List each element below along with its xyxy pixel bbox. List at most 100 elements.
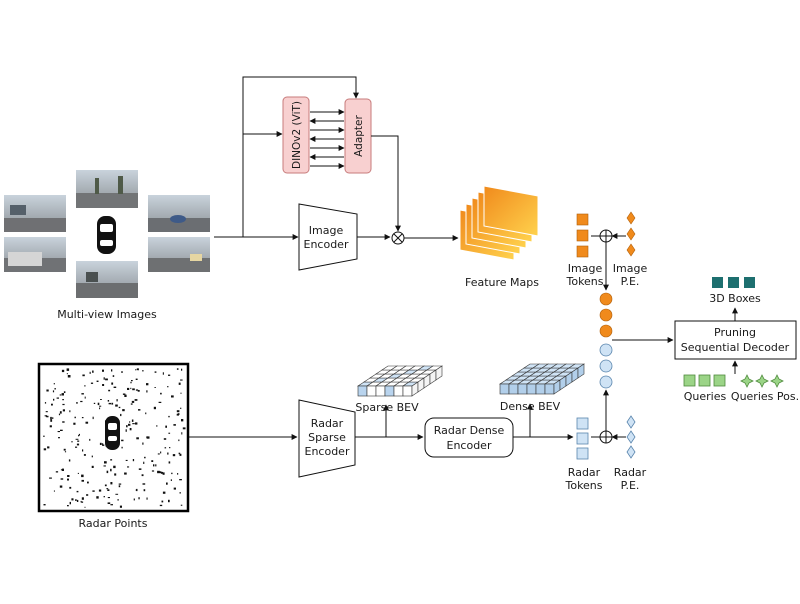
bev-cell-face [508,383,519,395]
radar-point [110,459,113,461]
radar-point [55,471,59,473]
radar-dense-label-1: Radar Dense [434,424,505,437]
camera-image-front-left [4,195,66,232]
radar-point [179,492,181,494]
radar-point [77,440,80,442]
output-3d-boxes: 3D Boxes [709,277,761,305]
radar-points-panel: Radar Points [37,362,190,530]
pruning-sequential-decoder-block: Pruning Sequential Decoder [674,320,797,360]
radar-point [173,487,176,490]
multiview-images: Multi-view Images [4,170,210,321]
radar-point [160,392,162,395]
radar-point [76,499,79,502]
radar-point [49,477,52,479]
radar-point [107,502,111,504]
radar-point [143,489,146,492]
radar-point [75,499,77,501]
radar-point [159,504,163,507]
radar-point [181,368,183,371]
radar-point [176,368,179,370]
ego-car-icon [97,216,116,254]
radar-point [132,388,135,391]
radar-point [111,402,114,405]
multiview-label: Multi-view Images [57,308,157,321]
radar-point [44,402,47,404]
radar-point [117,499,119,501]
radar-point [86,494,89,496]
radar-point [58,413,61,416]
radar-point [96,380,99,382]
radar-point [151,470,155,472]
radar-tokens-label-2: Tokens [564,479,602,492]
radar-point [179,479,182,481]
radar-point [135,422,138,425]
radar-point [115,404,118,407]
radar-point [121,439,124,442]
radar-point [81,501,84,503]
radar-point [160,471,163,474]
radar-point [167,452,169,455]
radar-point [92,416,94,420]
radar-point [84,506,86,508]
bev-cell-face [402,385,413,397]
radar-point [118,406,121,409]
radar-point [162,491,166,494]
radar-point [130,381,132,384]
radar-point [92,490,95,492]
radar-tokens-label-1: Radar [568,466,601,479]
radar-point [91,465,94,468]
radar-point [138,497,140,500]
radar-point [168,415,170,418]
multiply-node [391,231,405,245]
radar-point [160,451,162,454]
radar-point [61,393,64,396]
radar-point [132,459,135,462]
queries: Queries [683,374,727,403]
radar-point [162,372,164,375]
radar-point [80,500,82,503]
radar-point [110,468,112,472]
radar-point [103,496,105,498]
token-sequence [599,292,613,389]
radar-point [52,390,55,393]
radar-point [45,415,48,418]
radar-point [158,401,162,403]
radar-point [75,438,79,440]
radar-point [180,392,182,394]
radar-point [120,413,122,417]
radar-point [176,410,180,413]
radar-point [76,490,79,493]
radar-point [125,429,127,432]
radar-point [56,397,59,399]
dense-bev-grid [499,363,585,395]
radar-sparse-label-1: Radar [311,417,344,430]
radar-dense-label-2: Encoder [447,439,492,452]
radar-point [135,378,138,380]
image-pe-label-1: Image [613,262,648,275]
radar-point [71,498,74,501]
radar-pe-label-2: P.E. [621,479,640,492]
radar-point [157,453,160,455]
radar-point [78,433,80,436]
radar-point [162,472,165,475]
image-tokens-label-1: Image [568,262,603,275]
radar-point [59,485,63,488]
radar-point [84,385,86,387]
radar-point [51,403,53,406]
radar-sparse-encoder-block: Radar Sparse Encoder [298,399,356,478]
image-pe-label-2: P.E. [621,275,640,288]
radar-point [62,403,65,406]
radar-point [52,417,54,419]
radar-point [130,387,132,390]
radar-point [85,421,89,424]
radar-point [67,375,71,378]
radar-point [153,406,156,410]
radar-point [108,389,111,392]
dense-bev-label: Dense BEV [500,400,561,413]
radar-point [176,413,179,416]
radar-point [76,402,78,404]
radar-point [45,411,48,413]
radar-point [113,465,116,469]
radar-point [104,484,107,487]
radar-point [64,451,67,453]
